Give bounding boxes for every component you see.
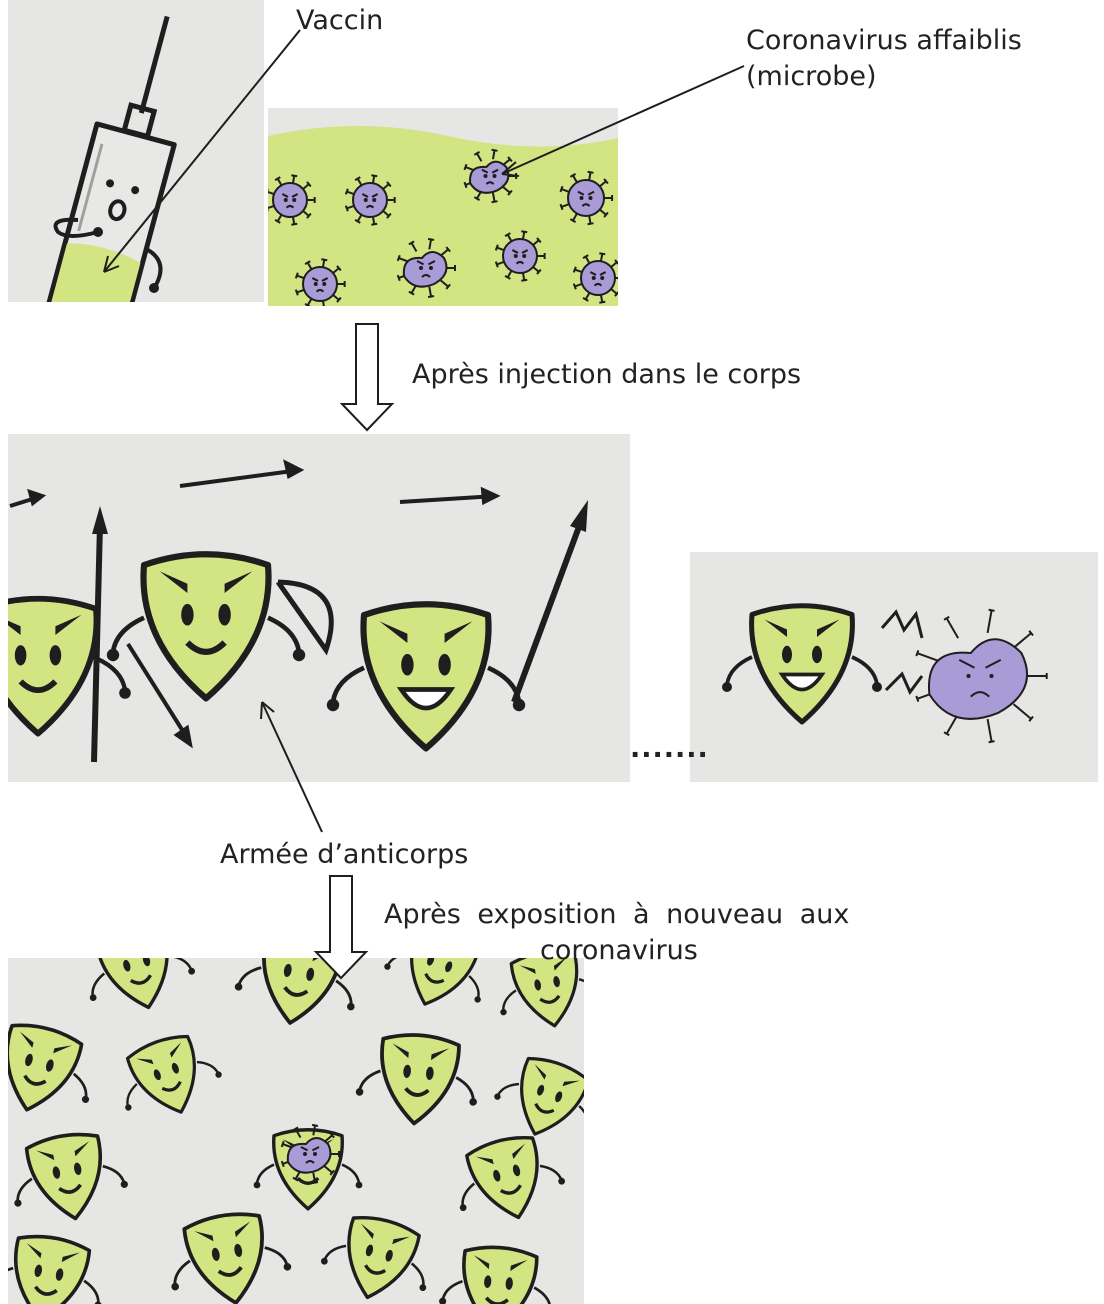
flow-arrow-2 — [316, 876, 366, 978]
flow-arrow-1 — [342, 324, 392, 430]
army-leader-line — [262, 702, 322, 832]
vaccine-leader-line — [104, 30, 300, 272]
virus-leader-line — [502, 66, 744, 174]
